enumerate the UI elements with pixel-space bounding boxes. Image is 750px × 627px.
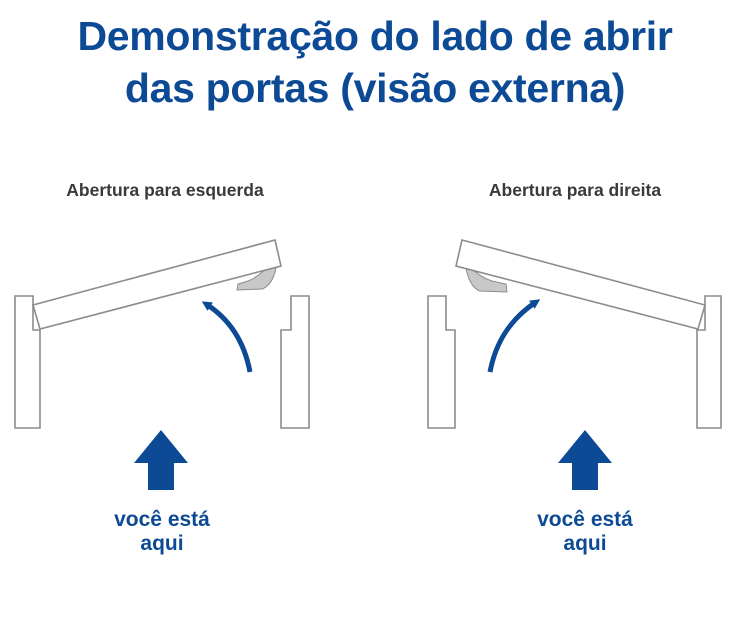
left-door-frame-strike: [280, 295, 310, 429]
left-you-are-here-line-2: aqui: [140, 532, 184, 555]
left-up-arrow-icon: [134, 430, 188, 490]
left-you-are-here-line-1: você está: [114, 508, 210, 531]
right-you-are-here-line-1: você está: [537, 508, 633, 531]
left-door-frame-jamb: [14, 295, 41, 429]
page-title: Demonstração do lado de abrir das portas…: [0, 10, 750, 114]
left-panel-label: Abertura para esquerda: [66, 180, 264, 200]
right-door-diagram: [427, 239, 722, 490]
right-door-leaf: [455, 239, 706, 330]
right-curved-swing-arrow: [487, 299, 541, 373]
title-line-1: Demonstração do lado de abrir: [77, 13, 673, 59]
left-curved-swing-arrow: [201, 301, 253, 373]
left-door-leaf: [32, 239, 282, 330]
right-hinge-icon: [465, 265, 508, 293]
left-you-are-here: você está aqui: [72, 508, 252, 556]
right-door-frame-strike: [427, 295, 456, 429]
right-panel-label: Abertura para direita: [488, 180, 662, 200]
right-you-are-here-line-2: aqui: [563, 532, 607, 555]
title-line-2: das portas (visão externa): [124, 65, 626, 111]
left-hinge-icon: [236, 265, 277, 291]
left-door-diagram: [14, 239, 310, 490]
right-you-are-here: você está aqui: [495, 508, 675, 556]
right-up-arrow-icon: [558, 430, 612, 490]
right-door-frame-jamb: [696, 295, 722, 429]
